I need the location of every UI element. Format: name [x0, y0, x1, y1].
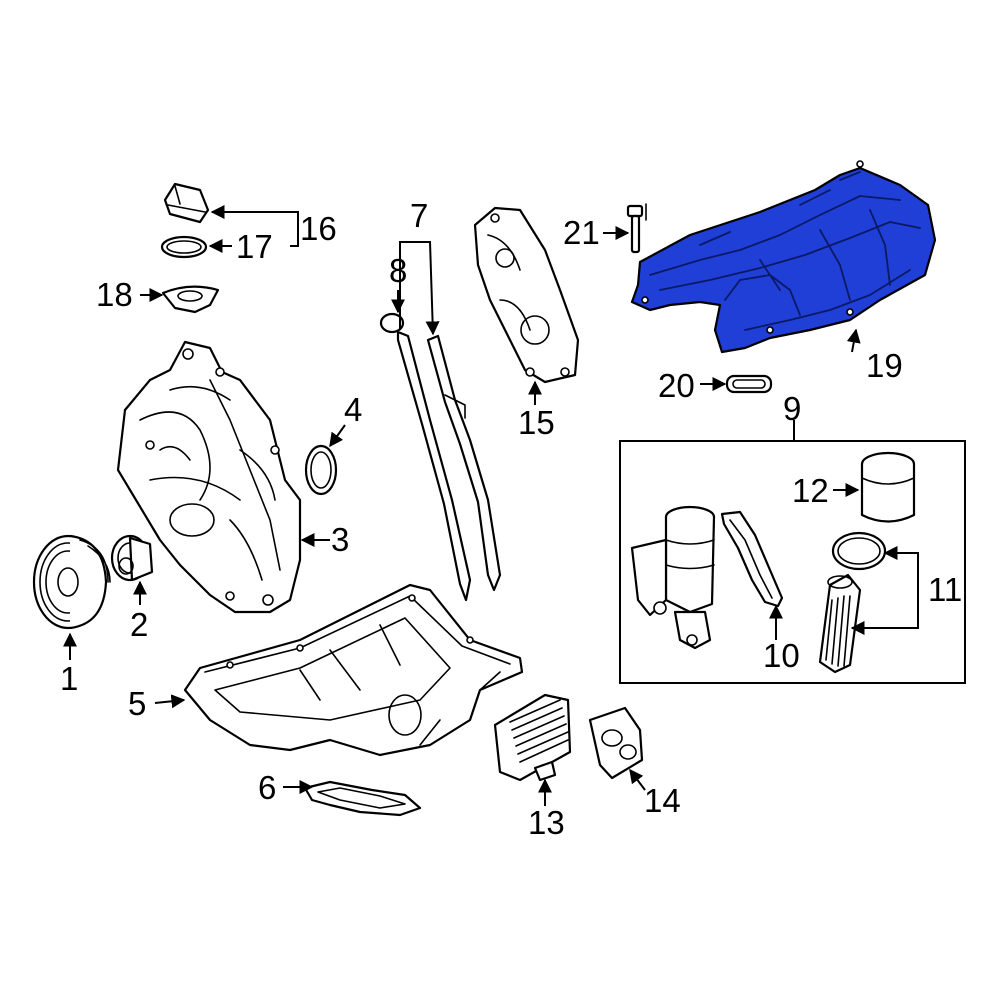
callout-5: 5	[128, 685, 146, 722]
group-9-box	[619, 440, 966, 684]
part-15-cover-plate	[473, 206, 580, 384]
part-9-filter-housing	[630, 505, 716, 650]
part-5-oil-pan	[183, 583, 524, 757]
part-6-lower-cover	[303, 780, 422, 817]
part-3-timing-cover	[116, 340, 302, 614]
callout-9: 9	[783, 390, 801, 427]
callout-1: 1	[60, 660, 78, 697]
callout-16: 16	[300, 210, 337, 247]
callout-20: 20	[658, 367, 695, 404]
part-11-o-ring	[831, 531, 887, 571]
callout-4: 4	[344, 391, 362, 428]
part-18-filler-neck	[161, 285, 220, 314]
callout-18: 18	[96, 276, 133, 313]
callout-labels: 1 2 3 4 5 6 7 8 9 10 11 12 13 14 15 16 1…	[60, 197, 962, 841]
part-13-oil-cooler	[493, 693, 572, 782]
part-19-intake-manifold	[630, 160, 937, 354]
callout-13: 13	[528, 804, 565, 841]
callout-11: 11	[928, 571, 962, 608]
part-21-bolt	[626, 203, 647, 254]
callout-7: 7	[410, 197, 428, 234]
callout-19: 19	[866, 347, 903, 384]
part-14-cooler-gasket	[588, 706, 644, 780]
callout-6: 6	[258, 769, 276, 806]
part-1-pulley	[32, 534, 111, 630]
part-11-filter-element	[818, 573, 862, 674]
callout-15: 15	[518, 404, 555, 441]
callout-21: 21	[563, 214, 600, 251]
part-20-gasket	[725, 374, 773, 394]
callout-17: 17	[236, 228, 273, 265]
part-7-dipstick-tube	[426, 334, 502, 592]
callout-14: 14	[644, 782, 681, 819]
callout-8: 8	[389, 252, 407, 289]
callout-2: 2	[130, 606, 148, 643]
part-8-dipstick	[379, 312, 472, 602]
part-10-housing-gasket	[720, 510, 784, 608]
callout-10: 10	[763, 637, 800, 674]
part-12-filter-cap	[860, 451, 916, 523]
part-16-filler-cap	[163, 182, 210, 224]
part-17-o-ring	[160, 235, 208, 259]
callout-12: 12	[792, 472, 829, 509]
callout-3: 3	[331, 521, 349, 558]
leader-lines	[63, 205, 919, 806]
part-4-seal	[304, 444, 338, 496]
part-2-bolt	[110, 534, 154, 582]
